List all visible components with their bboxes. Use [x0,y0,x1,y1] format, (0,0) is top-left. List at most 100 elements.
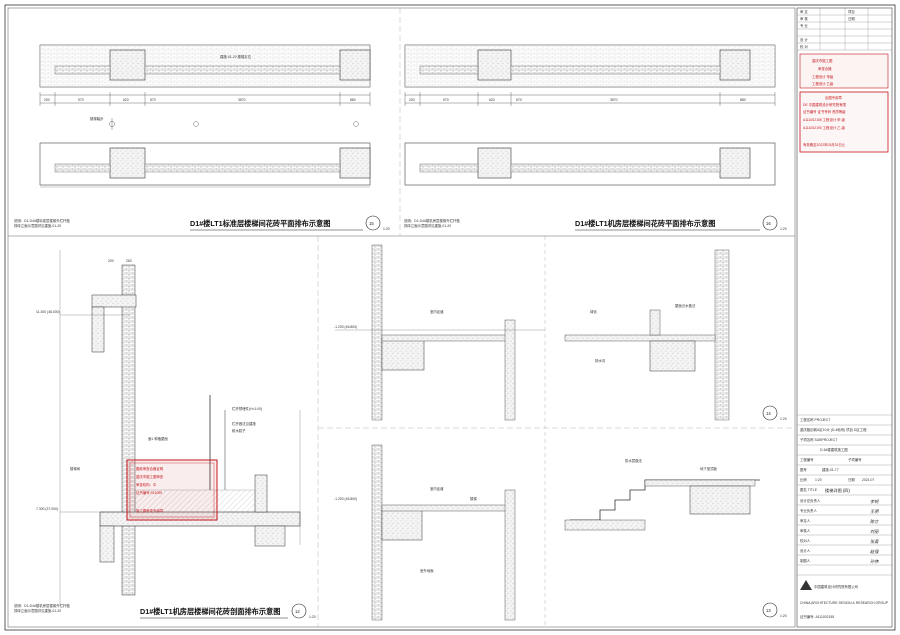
dim-263: 263 [126,259,132,263]
signature-4: 刘丽 [870,529,879,534]
stamp-line-5: 施工图审查专用章 [136,508,164,513]
tb-row-audit: 审 定 [800,9,808,14]
date-label: 日期 [848,477,855,482]
dim-200: 200 [44,98,50,102]
panel-15-title: D1#楼LT1标准层楼梯间花砖平面排布示意图 [190,219,330,228]
panel-12-title: D1#楼LT1机房层楼梯间花砖剖面排布示意图 [140,607,280,616]
sign-role-5: 校对人 [800,538,811,543]
sign-role-6: 设计人 [800,548,811,553]
panel-16-number: 16 [766,221,771,226]
stair-label: 楼梯踏步 [90,116,104,121]
panel-12-scale: 1:20 [309,615,316,619]
dim-880: 880 [350,98,356,102]
section-panel-14: -1.200 (46.800) 室内走道 绿化 屋面泛水做法 排水沟 14 1:… [334,244,787,421]
stamp-line-2: 重庆市施工图审查 [136,474,164,479]
panel-12-note-2: 排砖立面示意图详见建施-01-20 [14,608,61,613]
dim-3570: 3570 [610,98,618,102]
subproject-no-label: 子项编号 [848,457,862,462]
signature-1: 李锐 [870,499,879,504]
label-ditch: 排水沟 [595,358,606,363]
label-stairwell: 楼梯间 [70,466,81,471]
dim-620: 620 [489,98,495,102]
panel-13-number: 13 [766,608,771,613]
sign-role-1: 设计总负责人 [800,498,821,503]
label-stair-13: 楼梯 [470,496,477,501]
tb-row-review: 审 核 [800,16,808,21]
date-value: 2021.07 [862,478,874,482]
plan-panel-16: 200 970 620 570 3570 880 说明：D1-D4#楼机房层楼梯… [404,44,787,231]
panel-15-note-1: 说明：D1-D4#楼标准层楼梯外栏杆做 [14,218,70,223]
panel-13-number-circle [762,602,778,618]
signature-7: 孙伟 [870,559,879,564]
panel-16-title: D1#楼LT1机房层楼梯间花砖平面排布示意图 [575,219,715,228]
label-exterior: 室外地面 [420,568,434,573]
seal-line-2: DE 中国建筑设计研究院有限 [803,102,847,107]
project-label: 工程名称 PROJECT [800,417,830,422]
review-stamp-large: 图纸审查合格证明 重庆市施工图审查 审查机构：中 证书编号:S14099 施工图… [126,459,218,521]
scale-label: 比例 [800,477,807,482]
seal-line-5: A111002190 工程设计 乙 级 [803,125,846,130]
signature-6: 赵强 [870,549,879,554]
plan-label: 建施-01-20 楼梯定位 [220,54,252,59]
dim-620: 620 [123,98,129,102]
seal-line-3: 证书编号 证书号码 资质等级 [803,109,846,114]
cert-line-1: 重庆市施工图 [812,58,833,63]
dim-200: 200 [409,98,415,102]
sign-role-4: 审核人 [800,528,811,533]
drawing-no-label: 图号 [800,467,807,472]
label-green: 绿化 [590,309,597,314]
panel-15-number: 15 [369,221,374,226]
panel-16-number-circle [762,215,778,231]
panel-15-note-2: 排砖立面示意图详见建施-01-20 [14,223,61,228]
panel-12-number: 12 [295,609,300,614]
label-rail-method: 栏杆做法见建施 [232,421,256,426]
panel-14-number: 14 [766,411,771,416]
signature-3: 陈立 [870,519,879,524]
panel-16-note-1: 说明：D1-D4#楼机房层楼梯外栏杆做 [404,218,460,223]
panel-12-note-1: 说明：D1-D4#楼机房层楼梯外栏杆做 [14,603,70,608]
label-putty: 耐水腻子 [232,428,246,433]
label-flashing: 屋面泛水做法 [675,303,696,308]
dim-970: 970 [78,98,84,102]
firm-cert: 证书编号: A111002155 [800,614,834,619]
label-basement-roof: 地下室顶板 [700,466,718,471]
title-block: 审 定 审 核 专 业 设 计 校 对 项目 日期 重庆市施工图 审查合格 工程… [796,7,893,628]
firm-logo: 中国建筑设计研究院有限公司 CHINA ARCHITECTURE DESIGN … [800,580,889,619]
panel-12-number-circle [291,603,307,619]
section-panel-12: 11.300 (48.000) 7.300 (37.000) 200 263 栏… [14,250,316,619]
sign-role-2: 专业负责人 [800,508,818,513]
title-label: 图名 TITLE [800,487,818,492]
sign-role-7: 制图人 [800,558,811,563]
tb-row-date: 日期 [848,16,855,21]
signature-2: 王明 [870,509,879,514]
level-13: -1.200 (46.800) [334,497,357,501]
cert-line-4: 工程设计 乙级 [812,81,834,86]
project-name: 重庆融创城A区10大 (D-4地块) 项目 D区工程 [800,427,867,432]
label-corridor-13: 室内走道 [430,486,444,491]
level-14: -1.200 (46.800) [334,325,357,329]
subproject-label: 子项名称 SUBPROJECT [800,437,837,442]
dim-3570: 3570 [238,98,246,102]
tb-row-check: 校 对 [800,44,808,49]
panel-14-number-circle [762,405,778,421]
signature-5: 张勇 [870,539,879,544]
stamp-line-3: 审查机构：中 [136,482,157,487]
seal-stamp: 出图专用章 DE 中国建筑设计研究院有限 证书编号 证书号码 资质等级 A111… [799,91,889,153]
panel-15-number-circle [365,215,381,231]
dim-200: 200 [108,259,114,263]
panel-16-note-2: 排砖立面示意图详见建施-01-20 [404,223,451,228]
drawing-title: 楼梯详图 (四) [825,487,850,494]
project-no-label: 工程编号 [800,457,814,462]
drawing-no: 建施-01-77 [822,467,839,472]
firm-name: 中国建筑设计研究院有限公司 [814,584,858,589]
tb-row-design: 设 计 [800,37,808,42]
firm-name-en: CHINA ARCHITECTURE DESIGN & RESEARCH GRO… [800,601,889,605]
dim-880: 880 [740,98,746,102]
dim-570: 570 [150,98,156,102]
level-top: 11.300 (48.000) [36,310,60,314]
plan-panel-15: 200 970 620 570 3570 880 建施-01-20 楼梯定位 楼… [14,44,390,231]
panel-13-scale: 1:20 [780,614,787,618]
seal-line-4: A111002155 工程设计 甲 级 [803,117,846,122]
panel-14-scale: 1:20 [780,417,787,421]
